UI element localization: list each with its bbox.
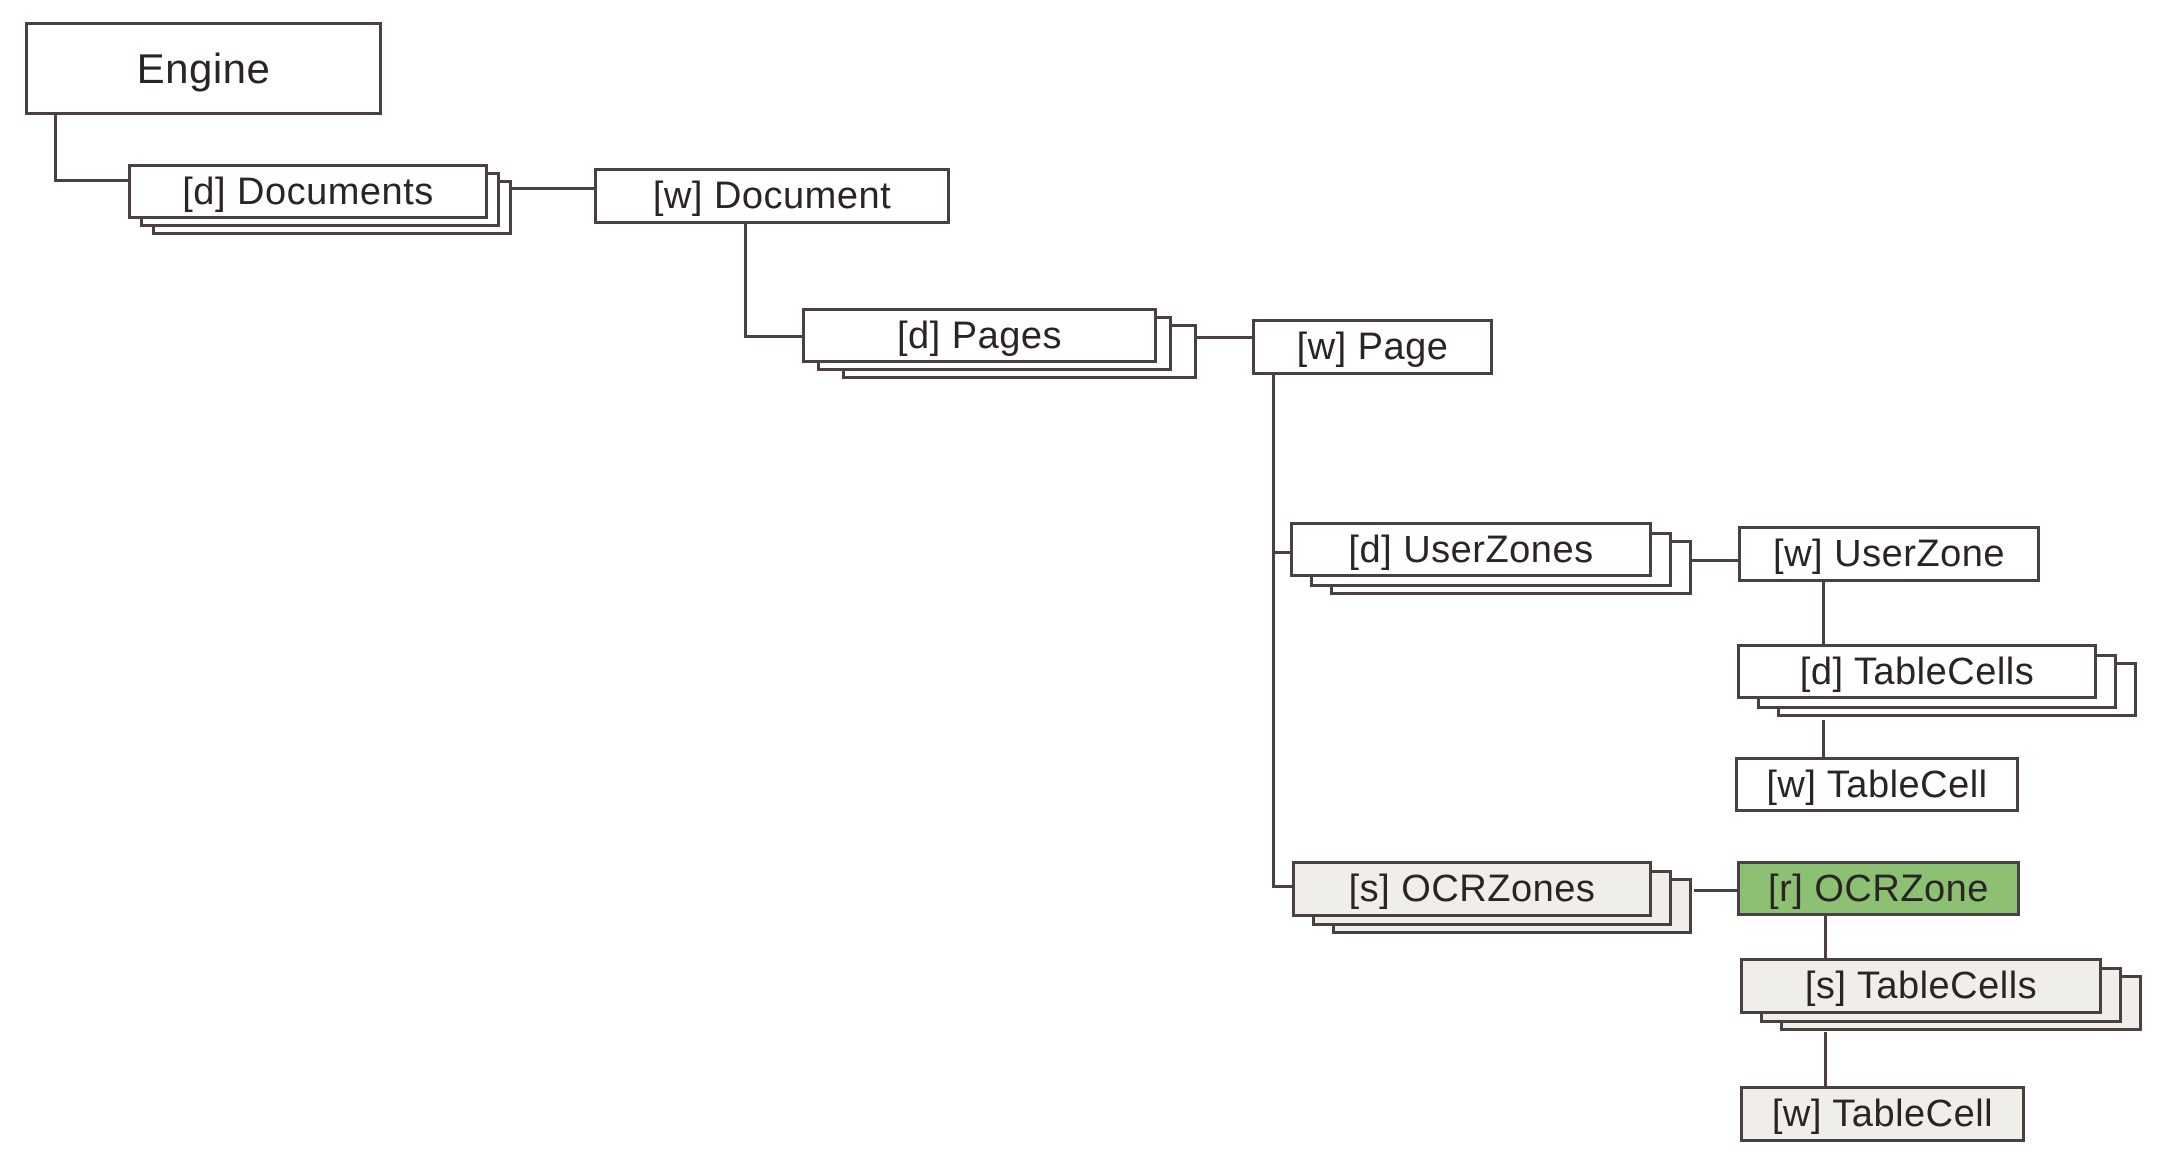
node-tablecell-2: [w] TableCell	[1740, 1086, 2025, 1142]
connector	[1694, 889, 1744, 892]
connector	[1822, 720, 1825, 760]
connector	[54, 112, 57, 182]
connector	[510, 187, 594, 190]
node-ocrzone: [r] OCRZone	[1737, 861, 2020, 916]
connector	[1272, 551, 1294, 554]
node-ocrzones: [s] OCRZones	[1292, 861, 1652, 917]
node-engine: Engine	[25, 22, 382, 115]
node-documents: [d] Documents	[128, 164, 488, 219]
connector	[744, 335, 804, 338]
node-tablecell-1: [w] TableCell	[1735, 757, 2019, 812]
connector	[1822, 579, 1825, 647]
node-userzone: [w] UserZone	[1738, 526, 2040, 582]
node-page: [w] Page	[1252, 319, 1493, 375]
connector	[1824, 1032, 1827, 1086]
connector	[1196, 336, 1254, 339]
connector	[1690, 559, 1740, 562]
connector	[1272, 372, 1275, 888]
node-document: [w] Document	[594, 168, 950, 224]
connector	[54, 179, 134, 182]
node-tablecells-d: [d] TableCells	[1737, 644, 2097, 699]
connector	[744, 222, 747, 338]
connector	[1272, 885, 1294, 888]
node-tablecells-s: [s] TableCells	[1740, 958, 2102, 1014]
node-pages: [d] Pages	[802, 308, 1157, 363]
node-userzones: [d] UserZones	[1290, 522, 1652, 577]
connector	[1824, 915, 1827, 959]
